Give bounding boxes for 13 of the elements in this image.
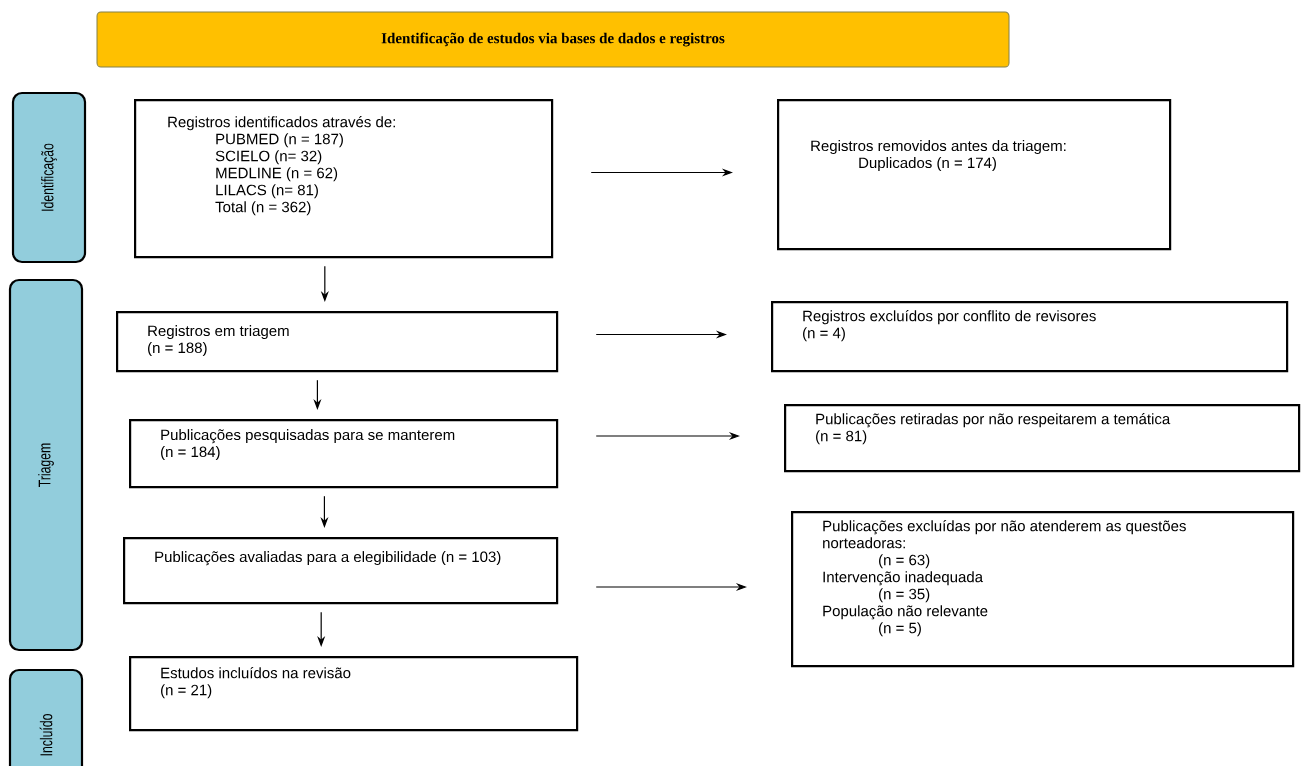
process-box: Registros em triagem (n = 188): [116, 311, 559, 373]
stage-band: Identificação: [11, 91, 87, 264]
process-box: Estudos incluídos na revisão (n = 21): [129, 656, 579, 732]
process-box: Publicações avaliadas para a elegibilidade (n = 103): [123, 537, 559, 605]
process-box: Publicações excluídas por não atenderem as questões norteadoras: (n = 63) Intervenção inadequada (n = 35) População não relevante (n = 5): [791, 511, 1295, 668]
title-banner: Identificação de estudos via bases de dados e registros: [96, 11, 1010, 68]
stage-band: Triagem: [8, 278, 84, 652]
process-box: Registros excluídos por conflito de revisores (n = 4): [771, 301, 1289, 373]
process-box: Registros removidos antes da triagem: Duplicados (n = 174): [777, 99, 1172, 251]
stage-band: Incluído: [8, 668, 84, 766]
process-box: Publicações retiradas por não respeitarem a temática (n = 81): [784, 404, 1301, 473]
process-box: Publicações pesquisadas para se manterem (n = 184): [129, 419, 559, 489]
process-box: Registros identificados através de: PUBMED (n = 187) SCIELO (n= 32) MEDLINE (n = 62) LILACS (n= 81) Total (n = 362): [134, 99, 554, 259]
